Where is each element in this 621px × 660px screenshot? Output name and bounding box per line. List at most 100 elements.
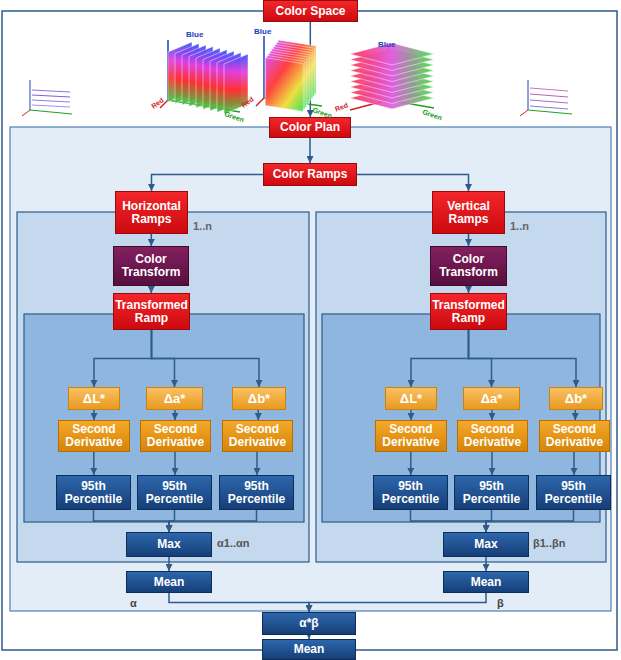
stat-box: α*β [262, 612, 356, 635]
box-label: Mean [471, 576, 502, 589]
flow-arrow [411, 510, 487, 532]
derivative-box: Second Derivative [222, 420, 293, 452]
box-label: Color Plan [280, 121, 340, 134]
color-slab [265, 58, 303, 112]
count-label: β1..βn [533, 537, 565, 549]
flow-arrow [469, 330, 577, 387]
flow-arrow [491, 452, 493, 475]
box-label: ΔL* [83, 392, 105, 405]
stat-box: Mean [126, 571, 212, 593]
derivative-box: Second Derivative [58, 420, 130, 452]
box-label: Δb* [565, 392, 587, 405]
flow-arrow [151, 234, 153, 246]
flow-arrow [309, 138, 311, 163]
box-label: Color Ramps [273, 168, 348, 181]
box-label: 95th Percentile [540, 480, 607, 506]
transform-box: Color Transform [430, 246, 507, 286]
flow-arrow [411, 330, 469, 387]
count-label: α1..αn [217, 537, 249, 549]
box-label: Mean [294, 643, 325, 656]
box-label: Second Derivative [144, 423, 207, 449]
box-label: Vertical Ramps [436, 200, 501, 226]
flow-arrow [93, 410, 95, 420]
box-label: Color Space [275, 5, 345, 18]
transform-box: Color Transform [113, 246, 189, 286]
flow-arrow [410, 410, 412, 420]
count-label: α [130, 597, 137, 609]
box-label: Second Derivative [543, 423, 606, 449]
cube-axis [263, 36, 265, 98]
flow-arrow [256, 452, 258, 475]
box-label: Δa* [164, 392, 186, 405]
flow-arrow [309, 593, 486, 612]
cube-axis [256, 98, 264, 106]
flow-arrow [169, 510, 257, 532]
process-box: Color Ramps [263, 163, 357, 186]
delta-box: ΔL* [385, 387, 437, 410]
flow-arrow [468, 286, 470, 293]
axis-label: Blue [186, 30, 203, 39]
process-box: Vertical Ramps [432, 191, 505, 234]
delta-box: Δa* [146, 387, 203, 410]
box-label: Δa* [481, 392, 503, 405]
horizontal-panel [17, 212, 309, 562]
flow-arrow [174, 410, 176, 420]
stat-box: Max [443, 532, 529, 557]
flow-arrow [575, 410, 577, 420]
box-label: Second Derivative [62, 423, 126, 449]
process-box: Transformed Ramp [430, 293, 507, 330]
box-label: 95th Percentile [60, 480, 127, 506]
box-label: Transformed Ramp [432, 299, 505, 325]
outer-frame [2, 11, 617, 650]
flow-arrow [169, 593, 309, 612]
flow-arrow [486, 510, 574, 532]
process-box: Horizontal Ramps [115, 191, 188, 234]
stat-box: 95th Percentile [137, 475, 212, 510]
count-label: 1..n [510, 220, 529, 232]
stat-box: Mean [443, 571, 529, 593]
flow-arrow [573, 452, 575, 475]
ramp-panel [24, 314, 304, 522]
flow-arrow [468, 234, 470, 246]
flow-arrow [94, 510, 170, 532]
flow-arrow [174, 452, 176, 475]
box-label: Second Derivative [226, 423, 289, 449]
stat-box: Max [126, 532, 212, 557]
flow-arrow [410, 452, 412, 475]
delta-box: Δa* [463, 387, 520, 410]
box-label: Max [157, 538, 180, 551]
flow-arrow [152, 175, 264, 192]
box-label: Second Derivative [379, 423, 443, 449]
delta-box: Δb* [232, 387, 286, 410]
derivative-box: Second Derivative [140, 420, 211, 452]
box-label: α*β [299, 617, 318, 630]
box-label: Max [474, 538, 497, 551]
derivative-box: Second Derivative [539, 420, 610, 452]
process-box: Color Plan [269, 117, 351, 138]
box-label: 95th Percentile [377, 480, 444, 506]
box-label: Color Transform [117, 253, 185, 279]
stat-box: 95th Percentile [536, 475, 611, 510]
process-box: Transformed Ramp [113, 293, 190, 330]
derivative-box: Second Derivative [457, 420, 528, 452]
flow-arrow [357, 175, 469, 192]
box-label: Color Transform [434, 253, 503, 279]
flow-arrow [258, 410, 260, 420]
stat-box: Mean [262, 639, 356, 660]
box-label: 95th Percentile [141, 480, 208, 506]
flow-arrow [151, 286, 153, 293]
axis-label: Blue [254, 27, 271, 36]
stat-box: 95th Percentile [373, 475, 448, 510]
derivative-box: Second Derivative [375, 420, 447, 452]
box-label: ΔL* [400, 392, 422, 405]
box-label: Δb* [248, 392, 270, 405]
box-label: Mean [154, 576, 185, 589]
box-label: 95th Percentile [223, 480, 290, 506]
box-label: Second Derivative [461, 423, 524, 449]
flow-arrow [93, 452, 95, 475]
flow-arrow [152, 330, 260, 387]
count-label: 1..n [193, 220, 212, 232]
flow-arrow [485, 557, 487, 571]
stat-box: 95th Percentile [454, 475, 529, 510]
